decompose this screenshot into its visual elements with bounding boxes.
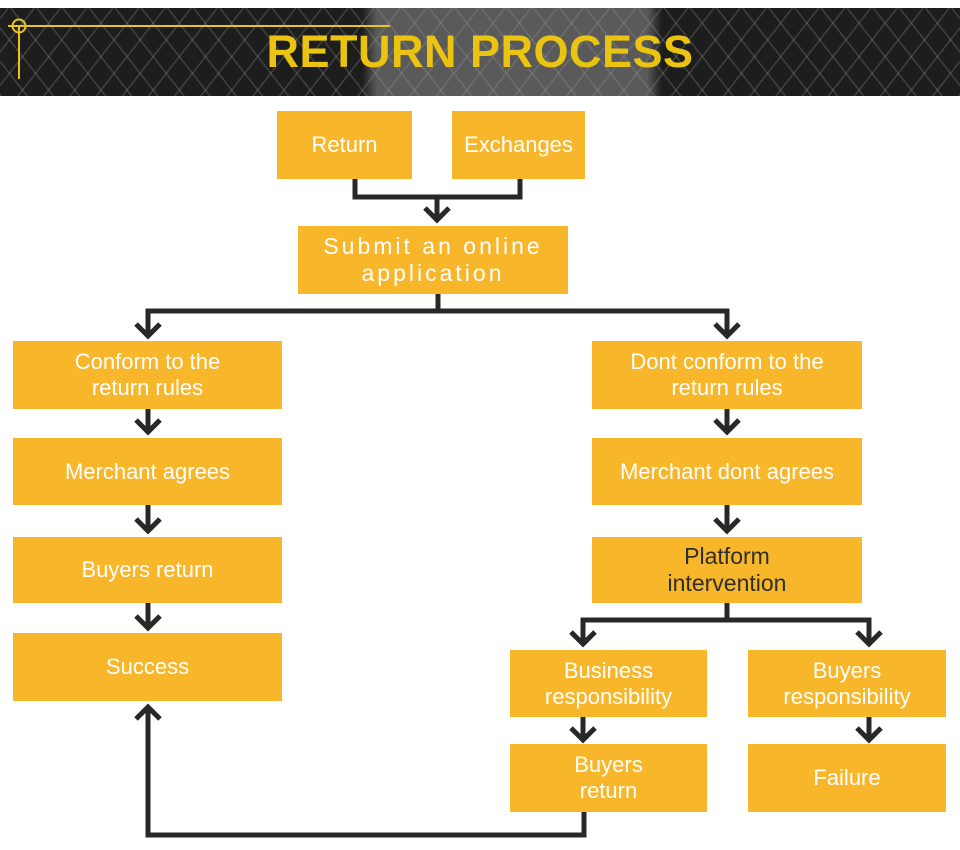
node-buyers-return-left: Buyers return <box>13 537 282 603</box>
header-banner: RETURN PROCESS <box>0 8 960 96</box>
node-exchanges: Exchanges <box>452 111 585 179</box>
node-buyers-responsibility: Buyers responsibility <box>748 650 946 717</box>
node-platform-intervention: Platform intervention <box>592 537 862 603</box>
page-title: RETURN PROCESS <box>266 26 694 77</box>
header-highlight <box>362 8 662 96</box>
node-buyers-return-right: Buyers return <box>510 744 707 812</box>
node-merchant-dont-agrees: Merchant dont agrees <box>592 438 862 505</box>
node-merchant-agrees: Merchant agrees <box>13 438 282 505</box>
node-failure: Failure <box>748 744 946 812</box>
node-dont-conform-rules: Dont conform to the return rules <box>592 341 862 409</box>
node-submit-application: Submit an online application <box>298 226 568 294</box>
node-success: Success <box>13 633 282 701</box>
node-conform-rules: Conform to the return rules <box>13 341 282 409</box>
node-business-responsibility: Business responsibility <box>510 650 707 717</box>
header-mesh-pattern <box>0 8 960 96</box>
node-return: Return <box>277 111 412 179</box>
